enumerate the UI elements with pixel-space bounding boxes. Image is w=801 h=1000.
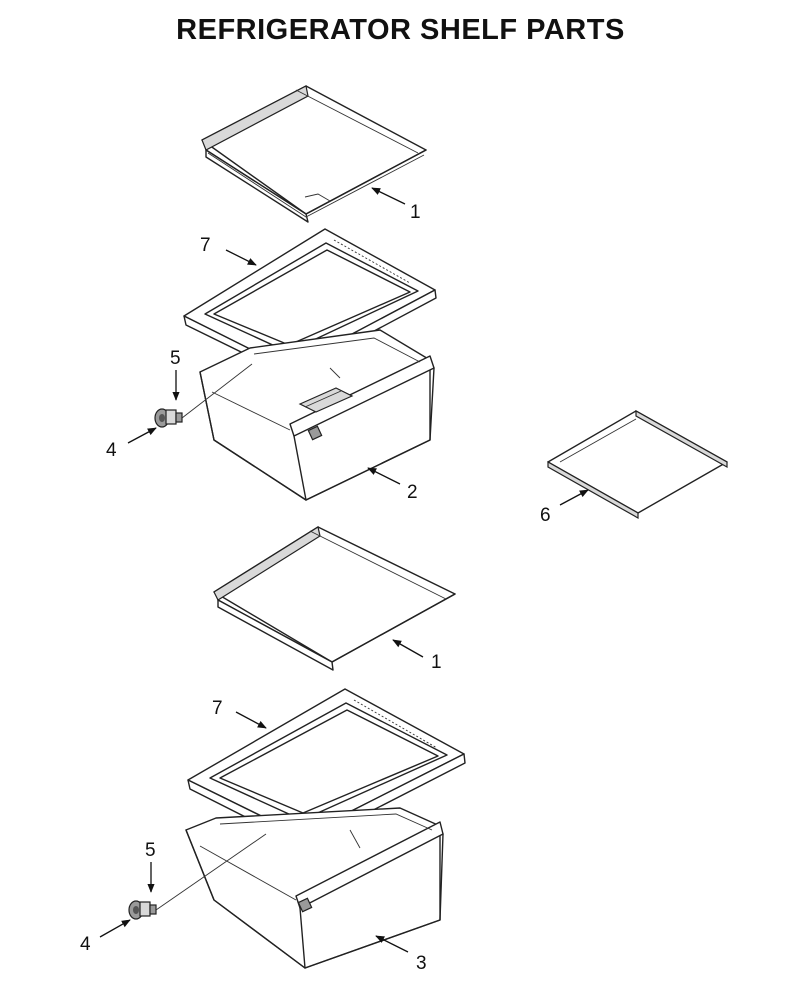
callout-5-lower: 5	[145, 840, 156, 861]
callout-3: 3	[416, 953, 427, 974]
callout-7-lower: 7	[212, 698, 223, 719]
page-title: REFRIGERATOR SHELF PARTS	[176, 14, 625, 46]
glass-shelf-lower[interactable]	[213, 526, 456, 671]
drawer-knob-lower[interactable]	[128, 833, 267, 920]
callout-1-top: 1	[410, 202, 421, 223]
callout-5-top: 5	[170, 348, 181, 369]
drawer-knob-top[interactable]	[154, 363, 253, 428]
callout-2: 2	[407, 482, 418, 503]
callout-4-top: 4	[106, 440, 117, 461]
glass-shelf-top[interactable]	[201, 85, 427, 223]
callout-7-top: 7	[200, 235, 211, 256]
glass-shelf-small[interactable]	[547, 409, 728, 520]
callout-1-lower: 1	[431, 652, 442, 673]
callout-6: 6	[540, 505, 551, 526]
crisper-drawer-top[interactable]	[199, 329, 435, 501]
callout-4-lower: 4	[80, 934, 91, 955]
crisper-drawer-lower[interactable]	[185, 807, 444, 969]
